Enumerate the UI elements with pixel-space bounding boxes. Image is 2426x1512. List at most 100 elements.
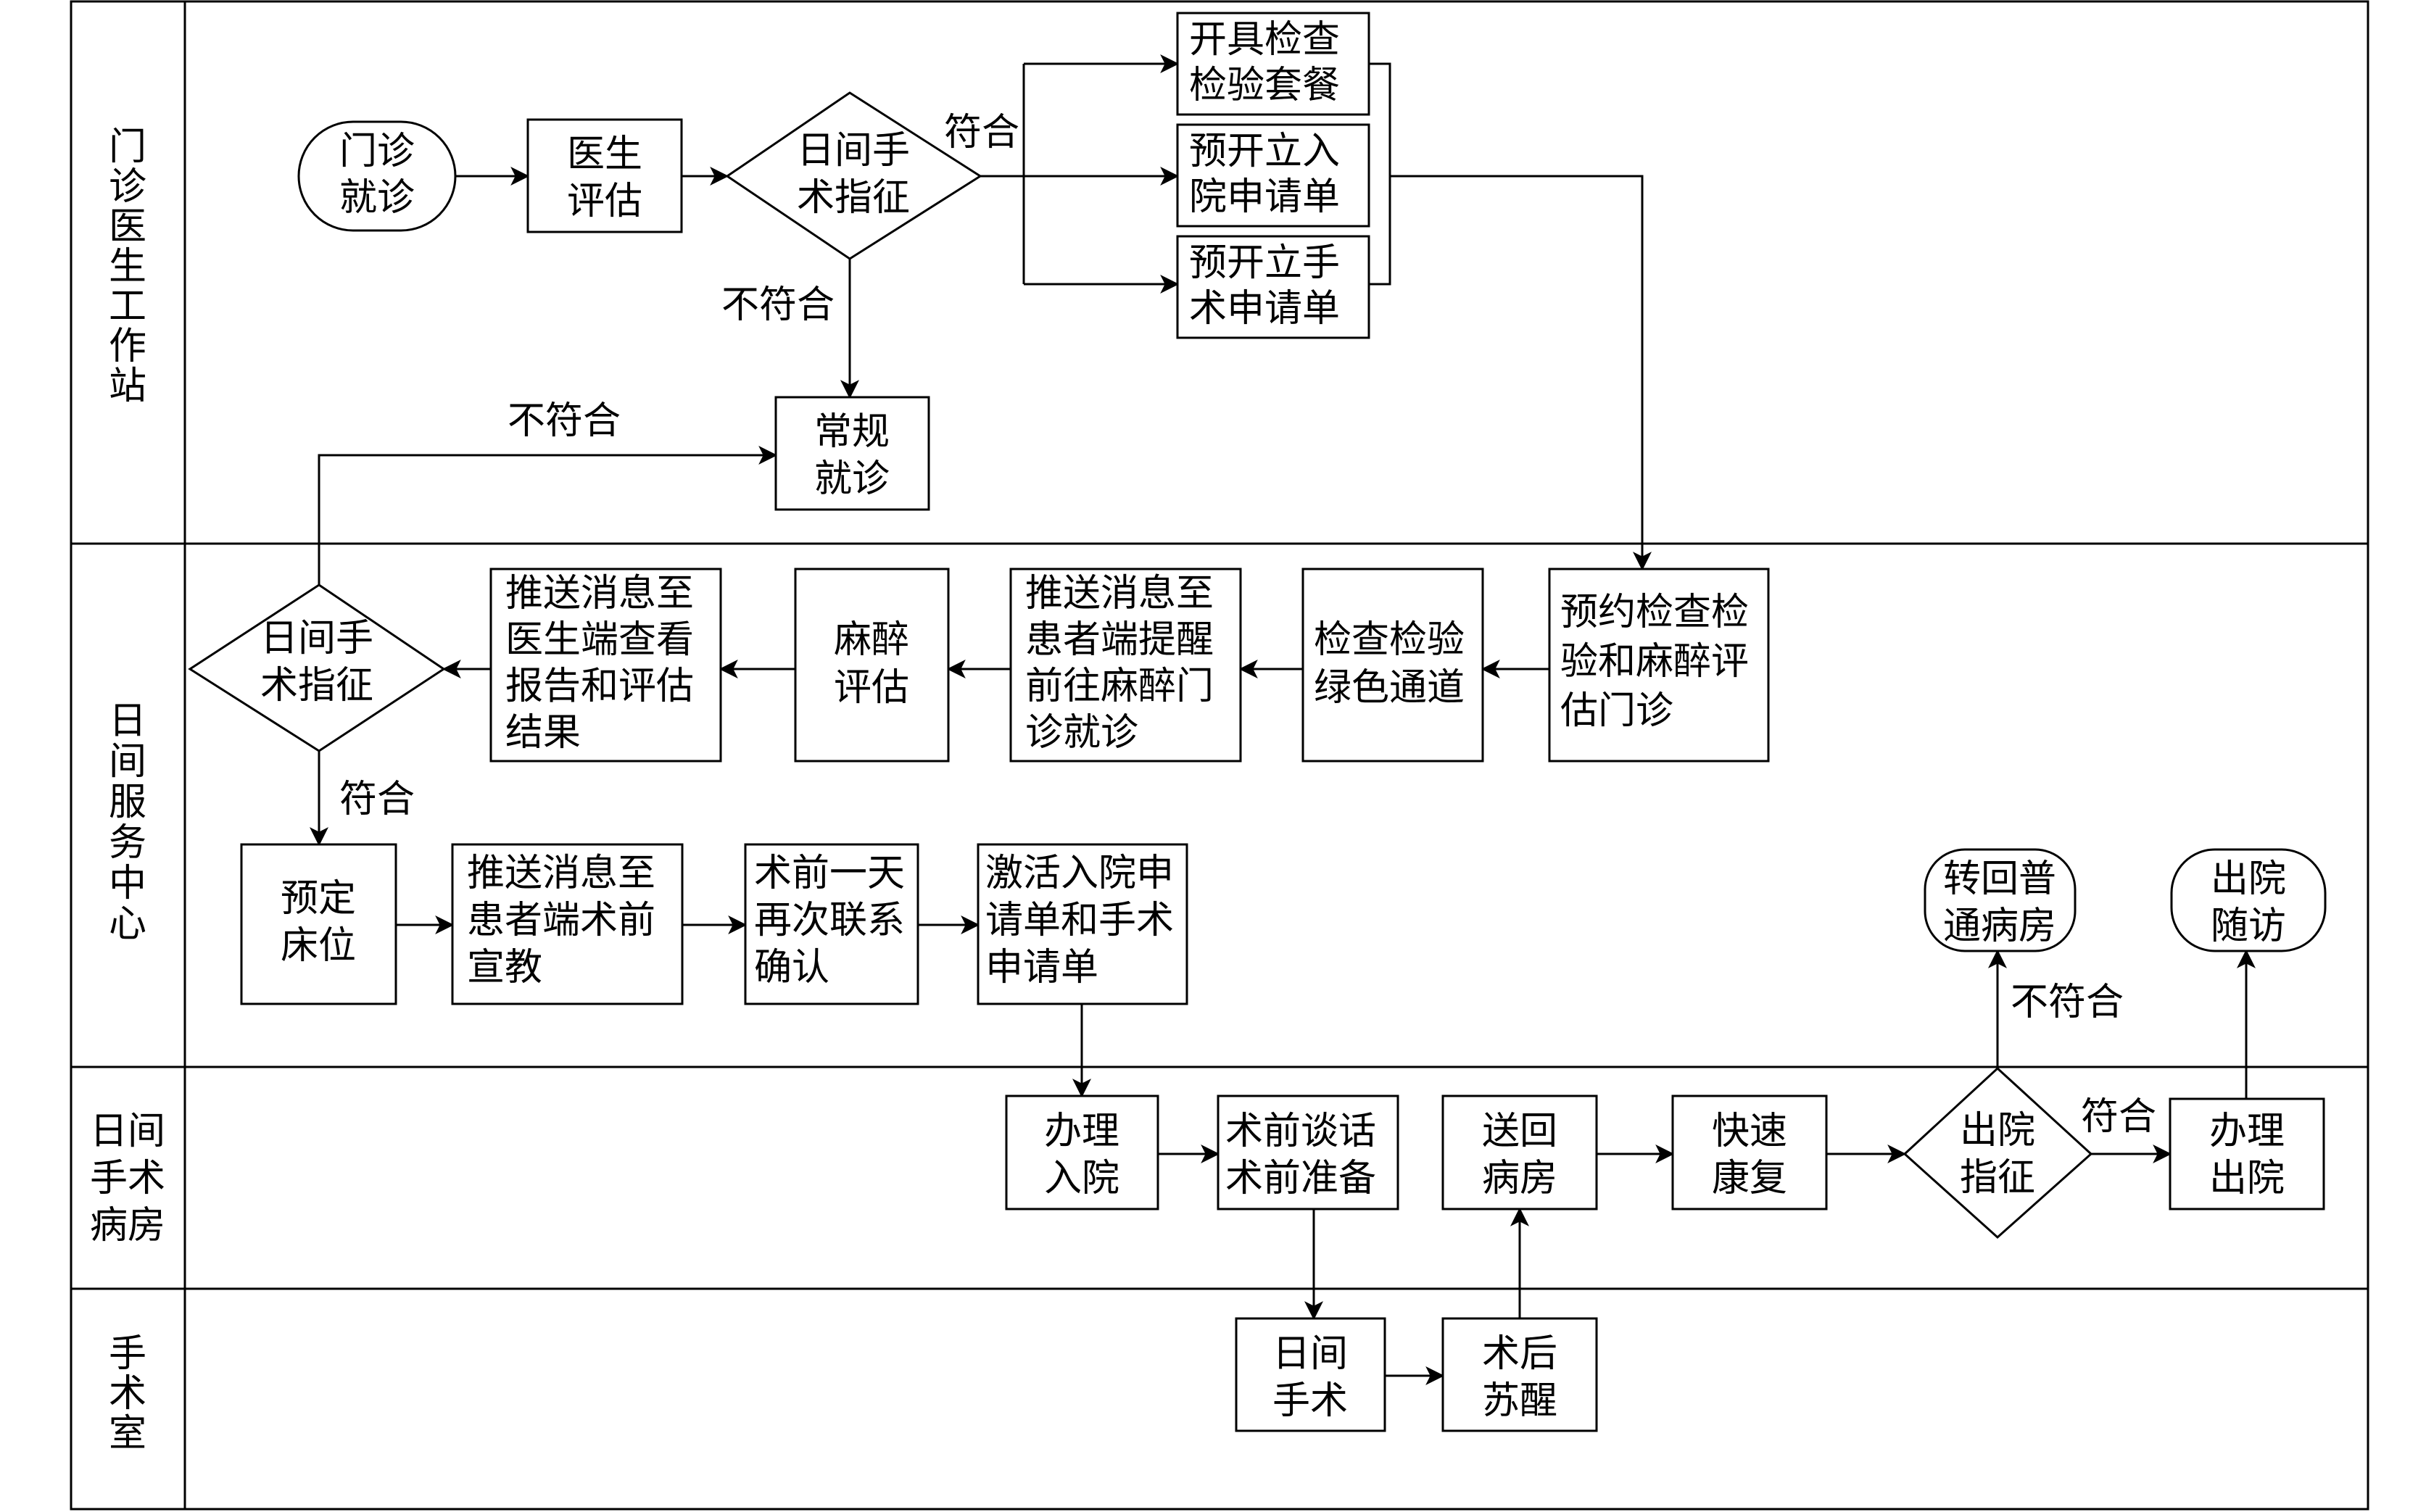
node-outpatient-visit-line: 就诊 <box>339 178 415 219</box>
node-rapid-rehab-line: 快速 <box>1712 1111 1787 1152</box>
node-admission: 办理 入院 <box>1005 1094 1159 1210</box>
node-push-doctor-results-line: 医生端查看 <box>505 620 694 661</box>
node-booking-line: 预约检查检 <box>1560 592 1749 634</box>
node-push-preop-education: 推送消息至 患者端术前 宣教 <box>451 843 684 1005</box>
node-discharge-indication-line: 指征 <box>1960 1158 2035 1199</box>
connectors <box>310 54 2256 1385</box>
node-push-doctor-results-line: 结果 <box>505 713 581 754</box>
node-doctor-evaluation-line: 评估 <box>567 181 642 223</box>
node-reserve-bed-line: 床位 <box>281 926 356 967</box>
node-activate-orders-line: 申请单 <box>985 947 1098 989</box>
node-return-to-ward-line: 病房 <box>1482 1158 1557 1200</box>
lane-label-outpatient-workstation: 门 诊 医 生 工 作 站 <box>109 127 146 407</box>
lane-label-line: 作 <box>109 326 146 367</box>
node-admission-line: 办理 <box>1044 1111 1119 1152</box>
lane-label-line: 工 <box>109 286 146 328</box>
node-discharge-followup-line: 随访 <box>2211 906 2286 947</box>
node-admission-line: 入院 <box>1044 1158 1119 1200</box>
node-return-to-ward-line: 送回 <box>1482 1111 1557 1152</box>
node-push-doctor-results-line: 推送消息至 <box>505 573 694 615</box>
node-day-before-confirm: 术前一天 再次联系 确认 <box>744 843 919 1005</box>
node-pre-admission-order-line: 预开立入 <box>1189 131 1340 173</box>
node-push-doctor-results: 推送消息至 医生端查看 报告和评估 结果 <box>489 568 722 763</box>
node-pre-admission-order: 预开立入 院申请单 <box>1176 123 1370 228</box>
node-postop-recovery: 术后 苏醒 <box>1441 1317 1598 1432</box>
node-booking: 预约检查检 验和麻醉评 估门诊 <box>1548 568 1770 763</box>
node-push-patient-anesthesia-line: 前往麻醉门 <box>1025 666 1214 707</box>
node-routine-visit: 常规 就诊 <box>774 396 930 511</box>
node-booking-line: 验和麻醉评 <box>1560 641 1749 683</box>
node-green-channel-line: 绿色通道 <box>1314 668 1465 709</box>
node-green-channel: 检查检验 绿色通道 <box>1301 568 1484 763</box>
lane-label-day-surgery-ward: 日间 手术 病房 <box>90 1111 165 1247</box>
node-exam-package-line: 检验套餐 <box>1189 65 1340 107</box>
node-discharge-line: 出院 <box>2209 1158 2285 1200</box>
lane-label-line: 诊 <box>109 167 146 208</box>
node-postop-recovery-line: 术后 <box>1482 1334 1557 1375</box>
node-day-surgery-indication-2-line: 日间手 <box>260 618 373 660</box>
node-push-patient-anesthesia-line: 诊就诊 <box>1025 713 1138 754</box>
node-push-doctor-results-line: 报告和评估 <box>505 666 694 707</box>
lane-label-line: 室 <box>109 1413 146 1455</box>
node-outpatient-visit: 门诊 就诊 <box>297 120 457 232</box>
lane-label-line: 医 <box>109 207 146 248</box>
node-rapid-rehab-line: 康复 <box>1712 1158 1787 1200</box>
edge-label-d2-yes: 符合 <box>339 779 415 821</box>
node-day-surgery-indication-1-line: 日间手 <box>797 130 910 172</box>
lane-label-line: 服 <box>109 782 146 823</box>
lane-label-line: 务 <box>109 823 146 864</box>
node-reserve-bed-line: 预定 <box>281 878 356 920</box>
lane-label-line: 间 <box>109 742 146 783</box>
node-doctor-evaluation-line: 医生 <box>567 134 642 175</box>
lane-label-line: 日间 <box>90 1111 165 1152</box>
node-day-surgery-indication-2: 日间手 术指征 <box>188 583 446 752</box>
lane-label-line: 门 <box>109 127 146 168</box>
node-discharge-indication: 出院 指征 <box>1903 1066 2093 1239</box>
edge-orders-merge <box>1369 62 1391 286</box>
node-doctor-evaluation: 医生 评估 <box>526 118 683 233</box>
lane-label-operating-room: 手 术 室 <box>109 1334 146 1455</box>
lane-label-line: 手术 <box>90 1158 165 1200</box>
node-discharge-followup: 出院 随访 <box>2170 848 2327 952</box>
node-push-preop-education-line: 宣教 <box>467 947 542 989</box>
lane-label-line: 心 <box>109 904 146 945</box>
lane-label-line: 病房 <box>90 1205 165 1247</box>
node-day-before-confirm-line: 再次联系 <box>754 900 905 942</box>
node-push-preop-education-line: 推送消息至 <box>467 853 655 894</box>
node-reserve-bed: 预定 床位 <box>240 843 397 1005</box>
edge-label-d3-yes: 符合 <box>2081 1097 2156 1138</box>
node-day-surgery-indication-1: 日间手 术指征 <box>725 91 982 260</box>
node-push-patient-anesthesia-line: 推送消息至 <box>1025 573 1214 615</box>
node-push-patient-anesthesia-line: 患者端提醒 <box>1025 620 1214 661</box>
node-preop-talk-line: 术前谈话 <box>1225 1111 1376 1152</box>
node-booking-line: 估门诊 <box>1560 691 1673 732</box>
node-preop-talk: 术前谈话 术前准备 <box>1217 1094 1399 1210</box>
node-anesthesia-evaluation-line: 麻醉 <box>834 620 909 661</box>
node-day-surgery-indication-2-line: 术指征 <box>260 665 373 707</box>
edge-label-d3-no: 不符合 <box>2011 982 2124 1023</box>
node-day-surgery-line: 手术 <box>1272 1381 1348 1422</box>
node-day-before-confirm-line: 确认 <box>754 947 829 989</box>
node-return-to-ward: 送回 病房 <box>1441 1094 1598 1210</box>
node-push-preop-education-line: 患者端术前 <box>467 900 655 942</box>
lane-label-line: 生 <box>109 246 146 288</box>
node-pre-surgery-order-line: 术申请单 <box>1189 288 1340 330</box>
node-transfer-general-ward: 转回普 通病房 <box>1924 848 2077 952</box>
node-green-channel-line: 检查检验 <box>1314 620 1465 661</box>
edge-decision2-no <box>318 446 778 585</box>
node-transfer-general-ward-line: 转回普 <box>1943 859 2056 900</box>
node-preop-talk-line: 术前准备 <box>1225 1158 1376 1200</box>
node-day-before-confirm-line: 术前一天 <box>754 853 905 894</box>
node-routine-visit-line: 常规 <box>814 412 890 453</box>
lane-label-line: 术 <box>109 1374 146 1415</box>
lane-label-day-service-center: 日 间 服 务 中 心 <box>109 701 146 945</box>
node-exam-package: 开具检查 检验套餐 <box>1176 12 1370 116</box>
node-transfer-general-ward-line: 通病房 <box>1943 906 2056 947</box>
node-activate-orders-line: 激活入院申 <box>985 853 1174 894</box>
node-anesthesia-evaluation-line: 评估 <box>834 668 909 709</box>
node-discharge-indication-line: 出院 <box>1960 1110 2035 1152</box>
node-discharge-followup-line: 出院 <box>2211 859 2286 900</box>
node-day-surgery: 日间 手术 <box>1235 1317 1386 1432</box>
node-pre-surgery-order-line: 预开立手 <box>1189 243 1340 284</box>
